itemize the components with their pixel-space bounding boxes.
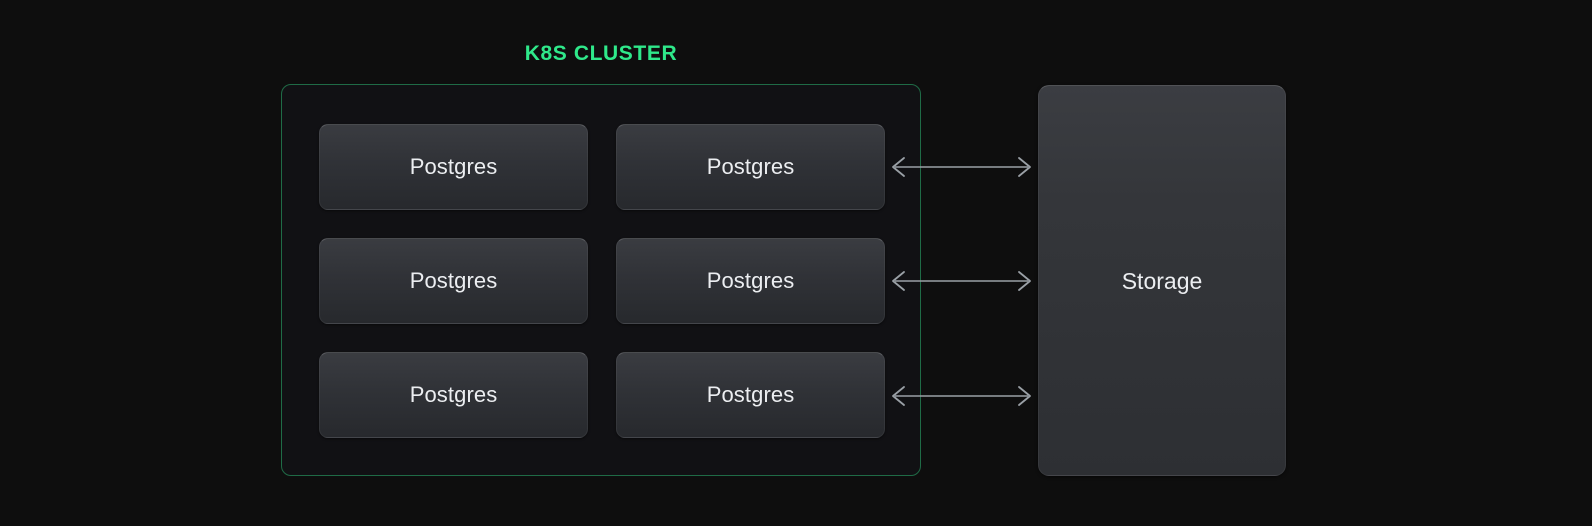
postgres-node-grid: Postgres Postgres Postgres Postgres Post… [319, 124, 885, 439]
postgres-node[interactable]: Postgres [319, 238, 588, 324]
postgres-node[interactable]: Postgres [616, 124, 885, 210]
postgres-node-label: Postgres [409, 268, 498, 293]
postgres-node[interactable]: Postgres [616, 238, 885, 324]
postgres-node-label: Postgres [706, 382, 795, 407]
postgres-node[interactable]: Postgres [616, 352, 885, 438]
cluster-title: K8S CLUSTER [524, 42, 678, 65]
postgres-node[interactable]: Postgres [319, 124, 588, 210]
postgres-node-label: Postgres [409, 382, 498, 407]
postgres-node-label: Postgres [409, 154, 498, 179]
postgres-node-label: Postgres [706, 268, 795, 293]
storage-node-label: Storage [1121, 267, 1203, 294]
postgres-node[interactable]: Postgres [319, 352, 588, 438]
storage-node[interactable]: Storage [1038, 85, 1286, 476]
postgres-node-label: Postgres [706, 154, 795, 179]
